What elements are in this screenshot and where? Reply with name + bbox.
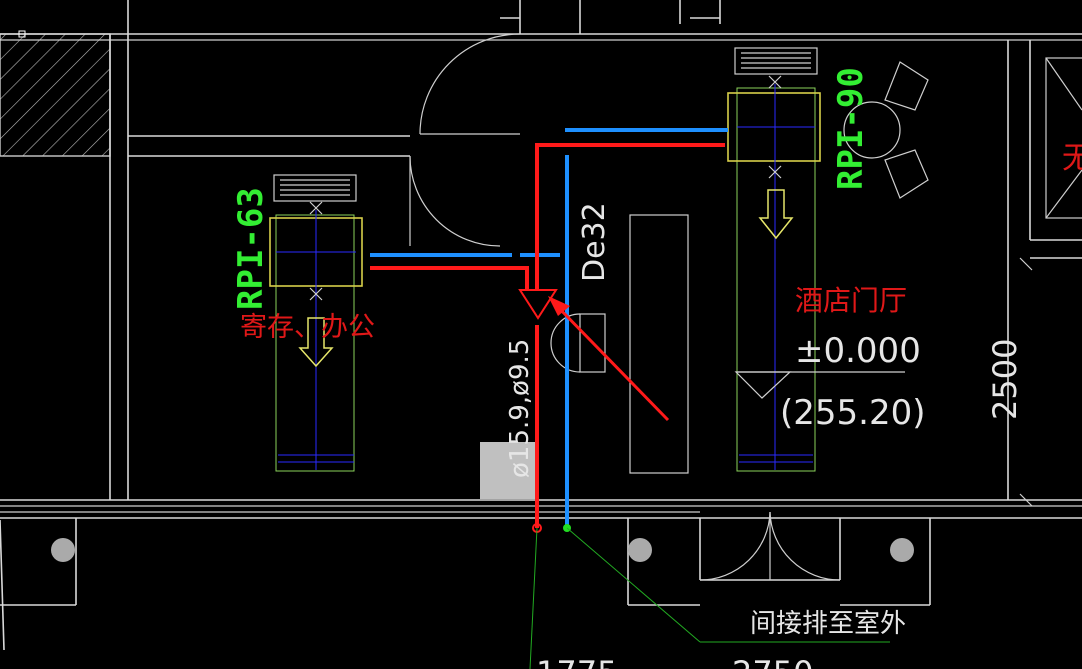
dimension-2500-label: 2500 [986, 339, 1024, 420]
unit-right-model-label: RPI-90 [831, 67, 871, 190]
column-markers [51, 538, 914, 562]
room-elevation-label: (255.20) [780, 393, 926, 433]
unit-left-model-label: RPI-63 [231, 187, 271, 310]
dimension-bottom-left: 1775 [536, 654, 617, 669]
hatched-column [0, 33, 111, 157]
room-level-label: ±0.000 [795, 331, 921, 371]
dimension-bottom-mid: 2750 [732, 654, 813, 669]
room-left-name: 寄存、办公 [240, 312, 375, 343]
drain-size-label: De32 [577, 202, 612, 282]
drain-note-label: 间接排至室外 [750, 609, 906, 639]
drain-pipes [370, 128, 728, 528]
corner-marker [18, 30, 26, 38]
room-name-label: 酒店门厅 [795, 284, 907, 317]
door-swings [409, 33, 841, 581]
red-pointer-arrow [548, 296, 670, 422]
leader-lines [529, 527, 890, 669]
indoor-unit-left[interactable] [269, 174, 363, 472]
furniture [480, 61, 929, 499]
refrigerant-pipes [370, 143, 725, 528]
walls [0, 0, 1082, 651]
refrigerant-size-label: ø15.9,ø9.5 [505, 339, 535, 478]
indoor-unit-right[interactable] [727, 47, 905, 472]
dimension-ticks [1019, 257, 1033, 507]
edge-text-right: 无 [1062, 141, 1082, 176]
